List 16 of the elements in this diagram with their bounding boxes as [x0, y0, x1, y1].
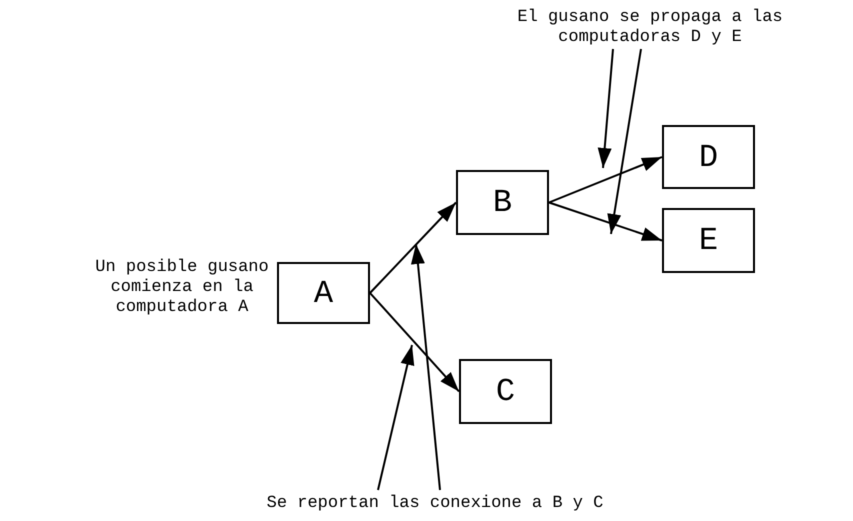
computer-box: B: [456, 170, 549, 235]
arrow: [369, 202, 457, 294]
annotation-text: El gusano se propaga a las computadoras D y E: [505, 8, 795, 48]
leader-line: [607, 48, 642, 234]
arrow: [548, 202, 662, 242]
arrow: [548, 156, 662, 204]
computer-box: D: [662, 125, 755, 189]
computer-box: C: [459, 359, 552, 424]
leader-line: [410, 244, 441, 490]
computer-box: E: [662, 208, 755, 273]
annotation-text: Se reportan las conexione a B y C: [170, 494, 700, 514]
leader-line: [598, 48, 614, 168]
leader-line: [377, 344, 414, 490]
annotation-text: Un posible gusano comienza en la computadora A: [94, 258, 270, 318]
arrow: [369, 292, 460, 392]
computer-box: A: [277, 262, 370, 324]
